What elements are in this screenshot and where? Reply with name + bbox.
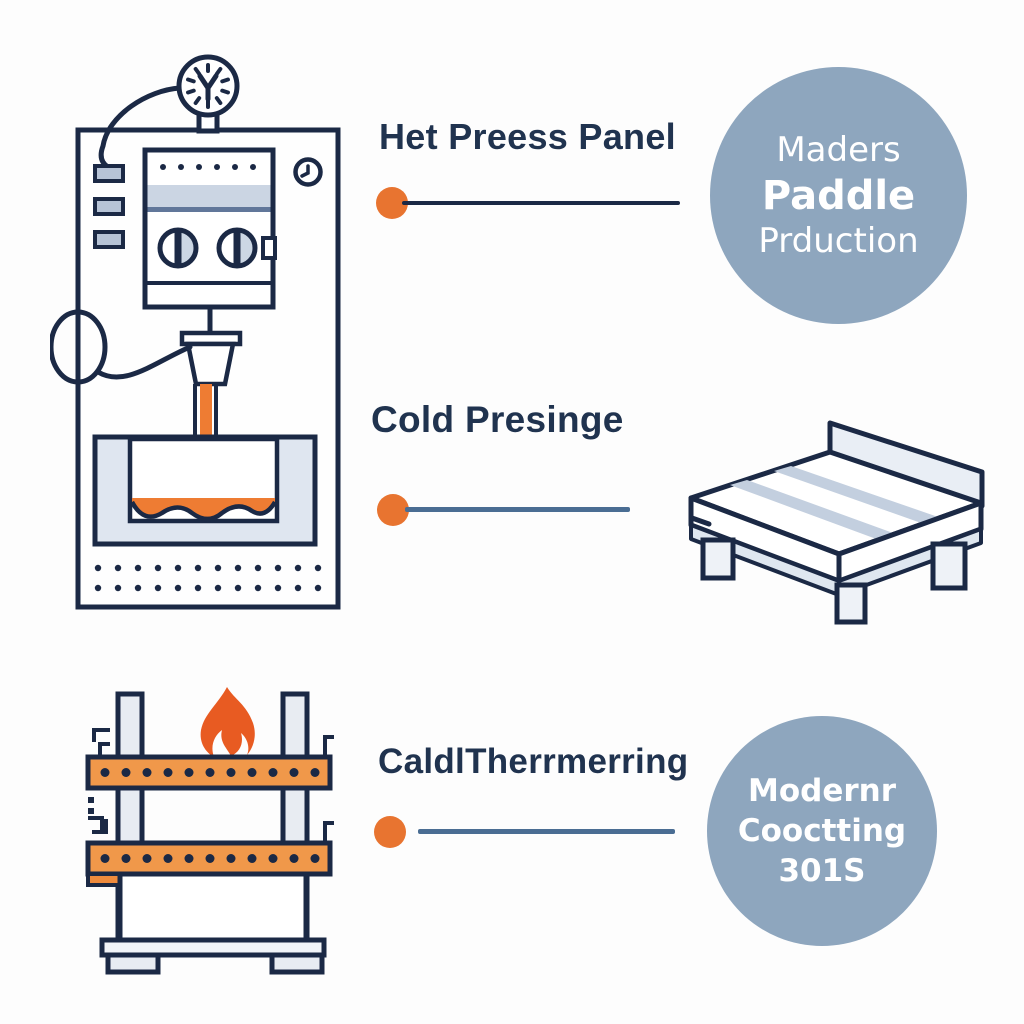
press-foot-right [269,952,325,975]
knob-left [157,227,199,269]
side-detail-marks [88,728,334,845]
cable-loop [50,309,193,385]
gauge-needle [197,73,219,102]
row3-connector-line [418,829,675,834]
pressed-panel-bed-illustration [688,420,985,625]
press-ram [179,307,243,500]
heated-platen-press-illustration [85,687,334,975]
panel-display-band [147,185,271,207]
pressure-gauge-icon [176,54,240,134]
panel-latch [261,236,277,260]
base-vent-dots [94,564,322,592]
bubble2-line2: Cooctting [737,813,907,849]
heated-platen-top [85,754,333,791]
press-foot-left [105,952,161,975]
bubble1-line1: Maders [776,129,901,170]
bed-legs [700,537,968,625]
side-indicator-slots [93,164,125,249]
bubble2-line3: 301S [778,853,866,889]
bubble1-line2: Paddle [761,172,916,219]
bubble2-line1: Modernr [747,773,896,809]
row2-connector-dot [377,494,409,526]
press-body [117,871,309,943]
row1-title: Het Preess Panel [379,116,676,157]
control-panel [142,147,277,310]
knob-right [216,227,258,269]
heated-platen-bottom [85,840,333,877]
row2-title: Cold Presinge [371,399,624,440]
panel-vent-dots [160,164,256,170]
bubble1-line3: Prduction [758,220,919,261]
molten-material [132,498,275,519]
gauge-pipe [98,85,183,170]
bed-surface-stripes [730,466,941,540]
row2-connector-line [405,507,630,512]
row1-bubble: Maders Paddle Prduction [710,67,967,324]
hot-press-machine-illustration [50,54,341,610]
timer-clock-icon [293,157,323,187]
row3-title: CaldlTherrmerring [378,742,689,781]
row3-connector-dot [374,816,406,848]
row3-bubble: Modernr Cooctting 301S [707,716,937,946]
flame-icon [200,687,255,757]
press-base [99,937,327,958]
row1-connector-line [402,201,680,205]
press-tray [92,434,318,547]
